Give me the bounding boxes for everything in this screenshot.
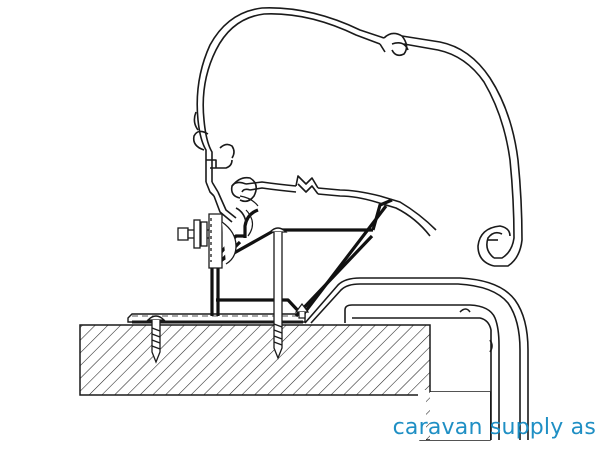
screw-right-small bbox=[294, 303, 310, 319]
bolt-assembly bbox=[177, 213, 237, 269]
screw-left bbox=[146, 315, 166, 364]
awning-fabric-detail bbox=[239, 195, 259, 237]
awning-cassette bbox=[192, 7, 523, 267]
adapter-bracket bbox=[210, 198, 393, 318]
screw-center bbox=[268, 227, 288, 360]
caravan-wall-profile bbox=[304, 277, 529, 440]
brand-watermark: caravan supply as bbox=[392, 415, 596, 440]
